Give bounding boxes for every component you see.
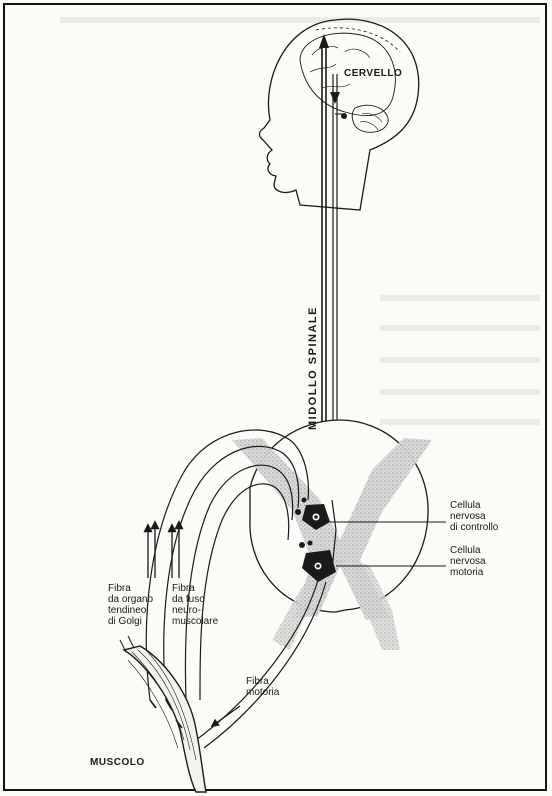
control-cell-label: Cellula nervosa di controllo <box>450 500 498 533</box>
spindle-fiber-label: Fibra da fuso neuro- muscolare <box>172 583 218 627</box>
spinal-cord-label: MIDOLLO SPINALE <box>307 306 319 430</box>
brain-label: CERVELLO <box>344 68 402 79</box>
golgi-fiber-label: Fibra da organo tendineo di Golgi <box>108 583 153 627</box>
muscle-label: MUSCOLO <box>90 757 145 768</box>
sensory-arrows <box>148 522 179 578</box>
motor-fiber-label: Fibra motoria <box>246 676 279 698</box>
spinal-cross-section <box>232 420 432 650</box>
motor-cell-label: Cellula nervosa motoria <box>450 545 486 578</box>
head-profile-illustration <box>259 19 418 210</box>
background-texture <box>60 20 540 422</box>
muscle-illustration <box>120 636 206 792</box>
